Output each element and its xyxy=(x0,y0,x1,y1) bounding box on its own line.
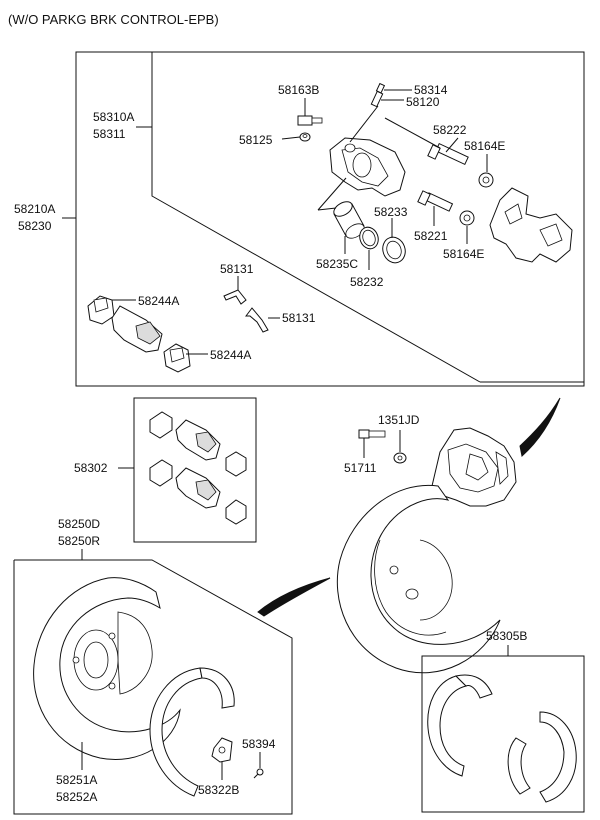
pad-kit-lower-part xyxy=(149,459,247,525)
bleeder-screw-part xyxy=(370,82,386,108)
caliper-assembly-frame xyxy=(75,51,585,387)
adjuster-58322b-part xyxy=(211,737,233,763)
label-58250r: 58250R xyxy=(58,534,100,548)
boot-58164e-bottom-part xyxy=(459,210,475,226)
pad-kit-frame xyxy=(133,397,257,543)
diagram-title: (W/O PARKG BRK CONTROL-EPB) xyxy=(8,12,219,27)
bolt-58163b-part xyxy=(297,115,323,126)
label-51711: 51711 xyxy=(344,461,377,475)
label-1351jd: 1351JD xyxy=(378,413,420,427)
leader-58222 xyxy=(445,137,459,153)
label-58221: 58221 xyxy=(414,229,448,243)
label-58394: 58394 xyxy=(242,737,276,751)
label-58131-top: 58131 xyxy=(220,262,254,276)
label-58164e-bottom: 58164E xyxy=(443,247,484,261)
backing-plate-kit-frame xyxy=(13,559,293,815)
shoe-kit-frame xyxy=(421,655,585,813)
piston-58235c-part xyxy=(333,201,365,239)
brake-shoe-part xyxy=(149,667,235,797)
assembled-caliper-part xyxy=(431,427,517,507)
label-58230: 58230 xyxy=(18,219,52,233)
guide-rod-58221-part xyxy=(417,190,454,212)
seal-58232-part xyxy=(359,226,379,250)
label-58235c: 58235C xyxy=(316,257,358,271)
label-58244a-top: 58244A xyxy=(138,294,179,308)
label-58222: 58222 xyxy=(433,123,467,137)
leader-58125 xyxy=(281,136,301,140)
washer-1351jd-part xyxy=(393,452,407,464)
backing-plate-58251a-part xyxy=(33,577,181,760)
caliper-bracket-part xyxy=(489,187,573,263)
label-58131-bottom: 58131 xyxy=(282,311,316,325)
bolt-51711-part xyxy=(358,429,386,439)
label-58314: 58314 xyxy=(414,83,448,97)
label-58250d: 58250D xyxy=(58,517,100,531)
label-58210a: 58210A xyxy=(14,202,55,216)
arrow-top-pointer xyxy=(519,397,561,457)
cap-58125-part xyxy=(299,132,311,142)
arrow-left-pointer xyxy=(257,577,331,617)
boot-58233-part xyxy=(382,236,406,264)
label-58120: 58120 xyxy=(406,95,440,109)
shoe-kit-left-part xyxy=(427,674,493,777)
shoe-kit-right-part xyxy=(507,711,577,803)
label-58305b: 58305B xyxy=(486,629,527,643)
boot-58164e-top-part xyxy=(478,172,494,188)
label-58310a: 58310A xyxy=(93,110,134,124)
label-58322b: 58322B xyxy=(198,783,239,797)
leader-piston-b xyxy=(317,177,347,211)
label-58302: 58302 xyxy=(74,461,108,475)
label-58244a-bottom: 58244A xyxy=(210,348,251,362)
pad-kit-upper-part xyxy=(149,411,247,477)
label-58164e-top: 58164E xyxy=(464,139,505,153)
leader-bleeder-body xyxy=(349,105,379,143)
leader-58222-body xyxy=(384,117,441,149)
spring-58131-top-part xyxy=(223,289,247,305)
guide-rod-58222-part xyxy=(427,142,469,166)
spring-58131-bottom-part xyxy=(245,307,269,333)
label-58233: 58233 xyxy=(374,205,408,219)
pad-set-58244a-part xyxy=(87,295,191,373)
label-58251a: 58251A xyxy=(56,773,97,787)
backing-plate-assembled-part xyxy=(336,484,501,674)
label-58125: 58125 xyxy=(239,133,273,147)
label-58163b: 58163B xyxy=(278,83,319,97)
label-58232: 58232 xyxy=(350,275,384,289)
caliper-body-part xyxy=(329,137,406,197)
label-58311: 58311 xyxy=(93,127,126,141)
label-58252a: 58252A xyxy=(56,790,97,804)
leader-piston-a xyxy=(317,207,337,211)
screw-58394-part xyxy=(253,768,264,779)
